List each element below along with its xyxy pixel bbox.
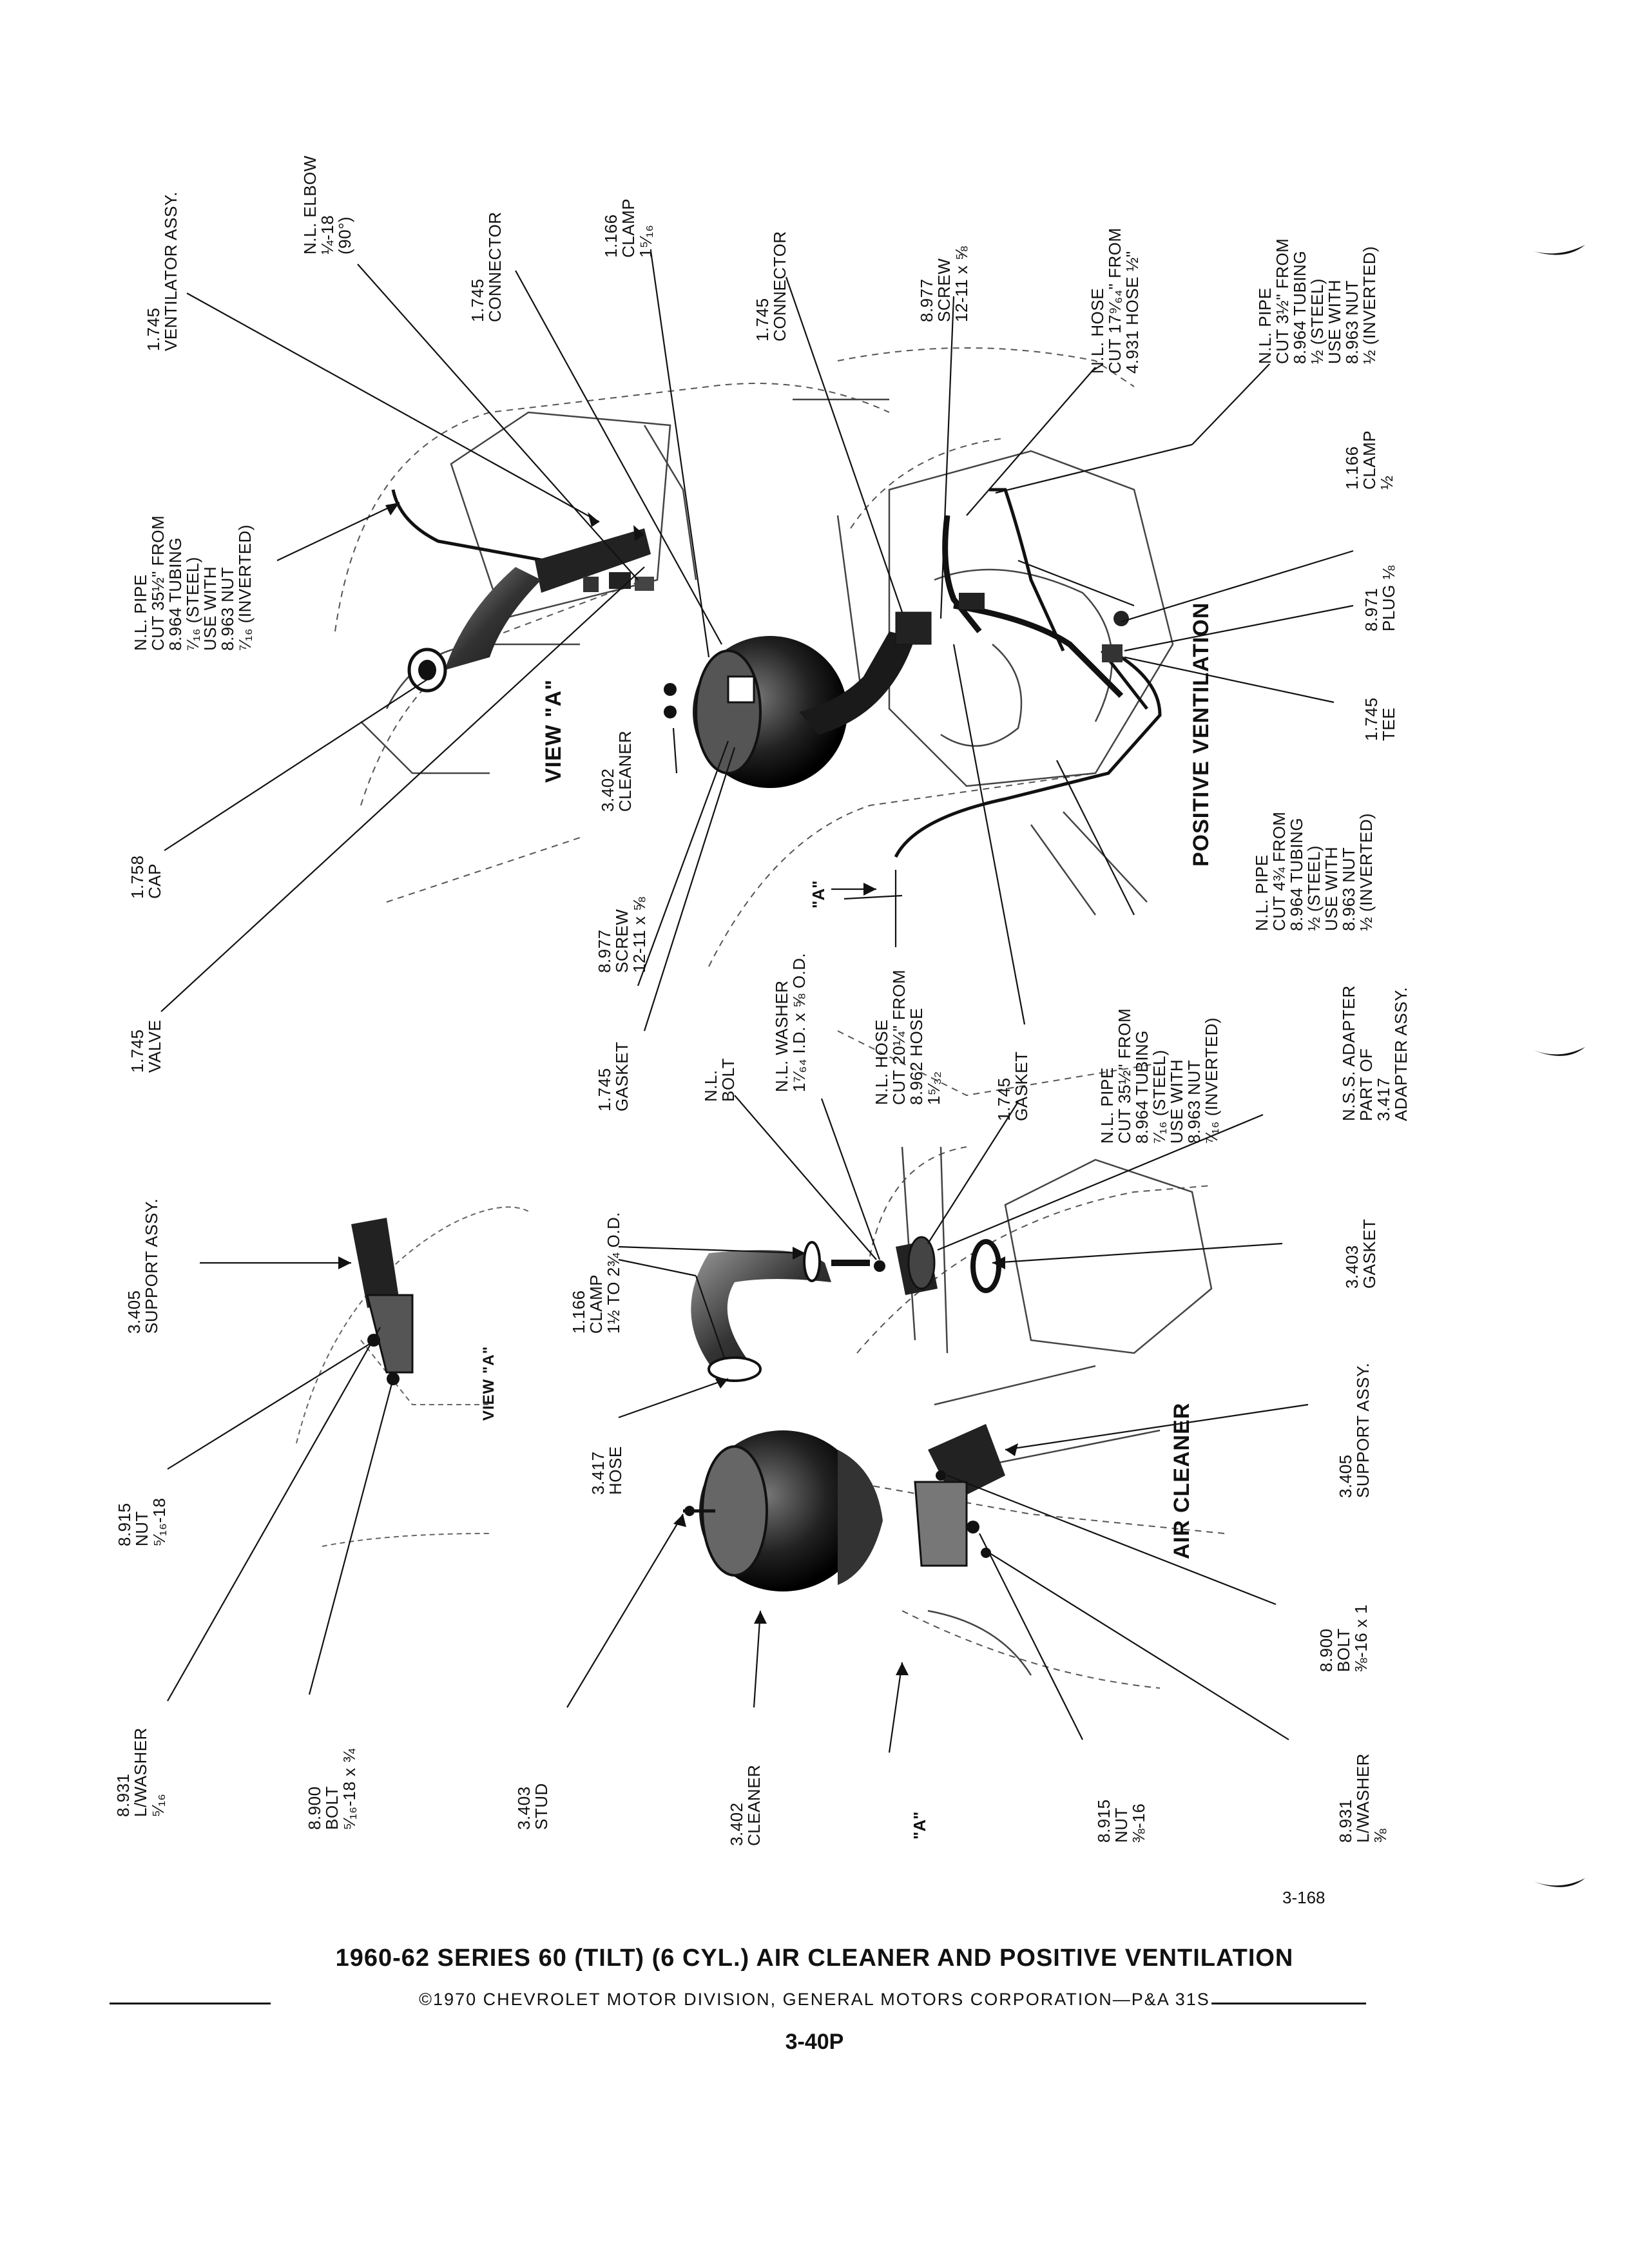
support-assy-art xyxy=(914,1424,1005,1567)
callout-valve: 1.745 VALVE xyxy=(128,1019,164,1073)
air-cleaner-top-art xyxy=(664,611,932,788)
callout-support-right: 3.405 SUPPORT ASSY. xyxy=(1336,1362,1373,1498)
ref-a-bottom: "A" xyxy=(910,1811,929,1840)
callout-ventilator-assy: 1.745 VENTILATOR ASSY. xyxy=(144,191,180,351)
section-view-a-top: VIEW "A" xyxy=(541,678,566,783)
callout-support-left: 3.405 SUPPORT ASSY. xyxy=(124,1198,161,1334)
callout-hose-bottom: 3.417 HOSE xyxy=(588,1446,625,1495)
air-cleaner-bottom-art xyxy=(683,1430,883,1591)
callout-clamp-bottom: 1.166 CLAMP 1½ TO 2¾ O.D. xyxy=(569,1211,623,1334)
callout-pipe-left: N.L. PIPE CUT 35½" FROM 8.964 TUBING ⁷⁄₁… xyxy=(131,515,255,651)
engine-outline-bottom xyxy=(901,1146,1213,1676)
ref-a-mid: "A" xyxy=(809,880,828,908)
page-title: 1960-62 SERIES 60 (TILT) (6 CYL.) AIR CL… xyxy=(335,1945,1294,1972)
tee-plug-art xyxy=(959,593,1129,662)
callout-clamp-right: 1.166 CLAMP ½ xyxy=(1342,430,1396,490)
pcv-pipe-left xyxy=(391,489,581,569)
callout-plug: 8.971 PLUG ⅛ xyxy=(1362,565,1398,631)
callout-gasket-left: 1.745 GASKET xyxy=(595,1041,631,1111)
callout-elbow: N.L. ELBOW ¼-18 (90°) xyxy=(300,155,354,255)
callout-bolt-nl: N.L. BOLT xyxy=(701,1058,738,1102)
callout-screw-top: 8.977 SCREW 12-11 x ⅝ xyxy=(917,245,971,322)
callout-hose-top: N.L. HOSE CUT 17⁹⁄₆₄" FROM 4.931 HOSE ½" xyxy=(1088,227,1142,374)
callout-cleaner-top: 3.402 CLEANER xyxy=(598,730,635,812)
callout-cap: 1.758 CAP xyxy=(128,855,164,899)
callout-pipe-mid-right: N.L. PIPE CUT 4¾ FROM 8.964 TUBING ½ (ST… xyxy=(1252,811,1376,931)
callout-pipe-mid: N.L. PIPE CUT 35½" FROM 8.964 TUBING ⁷⁄₁… xyxy=(1097,1008,1221,1144)
leader-lines xyxy=(160,251,1354,1753)
callout-nut-right: 8.915 NUT ⅜-16 xyxy=(1094,1799,1148,1843)
page-number: 3-40P xyxy=(785,2030,844,2054)
view-a-bottom-sketch xyxy=(296,1206,529,1547)
adapter-gasket-art xyxy=(874,1236,1001,1295)
callout-adapter: N.S.S. ADAPTER PART OF 3.417 ADAPTER ASS… xyxy=(1339,985,1411,1121)
callout-washer-left: 8.931 L/WASHER ⁵⁄₁₆ xyxy=(113,1727,168,1817)
callout-gasket-right: 1.745 GASKET xyxy=(994,1051,1031,1121)
section-positive-ventilation: POSITIVE VENTILATION xyxy=(1189,602,1213,867)
callout-pipe-top-right: N.L. PIPE CUT 3½" FROM 8.964 TUBING ½ (S… xyxy=(1255,238,1379,364)
callout-tee: 1.745 TEE xyxy=(1362,697,1398,741)
binding-marks xyxy=(1534,245,1585,1887)
engine-compartment-sketch-bottom xyxy=(850,1146,1225,1689)
section-view-a-bottom: VIEW "A" xyxy=(480,1345,497,1421)
callout-bolt-left: 8.900 BOLT ⁵⁄₁₆-18 x ¾ xyxy=(305,1748,359,1830)
callout-clamp-top: 1.166 CLAMP 1⁵⁄₁₆ xyxy=(601,198,655,258)
callout-washer-nl: N.L. WASHER 1⁷⁄₆₄ I.D. x ⅝ O.D. xyxy=(772,952,809,1092)
engine-compartment-sketch-top xyxy=(334,347,1161,1097)
copyright-line: ©1970 CHEVROLET MOTOR DIVISION, GENERAL … xyxy=(419,1990,1210,2009)
rule-left xyxy=(110,2003,271,2004)
hose-bottom-art xyxy=(691,1241,870,1382)
callout-stud: 3.403 STUD xyxy=(514,1783,551,1830)
section-air-cleaner: AIR CLEANER xyxy=(1170,1402,1194,1559)
callout-bolt-right: 8.900 BOLT ⅜-16 x 1 xyxy=(1316,1604,1371,1672)
callout-washer-right: 8.931 L/WASHER ⅜ xyxy=(1336,1753,1390,1843)
callout-connector-left: 1.745 CONNECTOR xyxy=(468,211,505,322)
figure-number: 3-168 xyxy=(1282,1888,1325,1907)
callout-cleaner-bottom: 3.402 CLEANER xyxy=(727,1764,764,1846)
rule-right xyxy=(1211,2003,1366,2004)
callout-hose-mid: N.L. HOSE CUT 20¼" FROM 8.962 HOSE 1⁵⁄₃₂ xyxy=(872,969,943,1105)
callout-connector-right: 1.745 CONNECTOR xyxy=(753,231,789,341)
pcv-pipe-right xyxy=(894,488,1162,858)
callout-nut-left: 8.915 NUT ⁵⁄₁₆-18 xyxy=(115,1497,169,1546)
arrowheads xyxy=(338,503,1018,1675)
ventilator-assy-art xyxy=(407,528,654,693)
callout-screw-mid: 8.977 SCREW 12-11 x ⅝ xyxy=(595,896,649,973)
exploded-view-illustration xyxy=(160,251,1354,1753)
support-assy-small-art xyxy=(351,1218,414,1385)
callout-gasket-bottom: 3.403 GASKET xyxy=(1342,1218,1379,1289)
